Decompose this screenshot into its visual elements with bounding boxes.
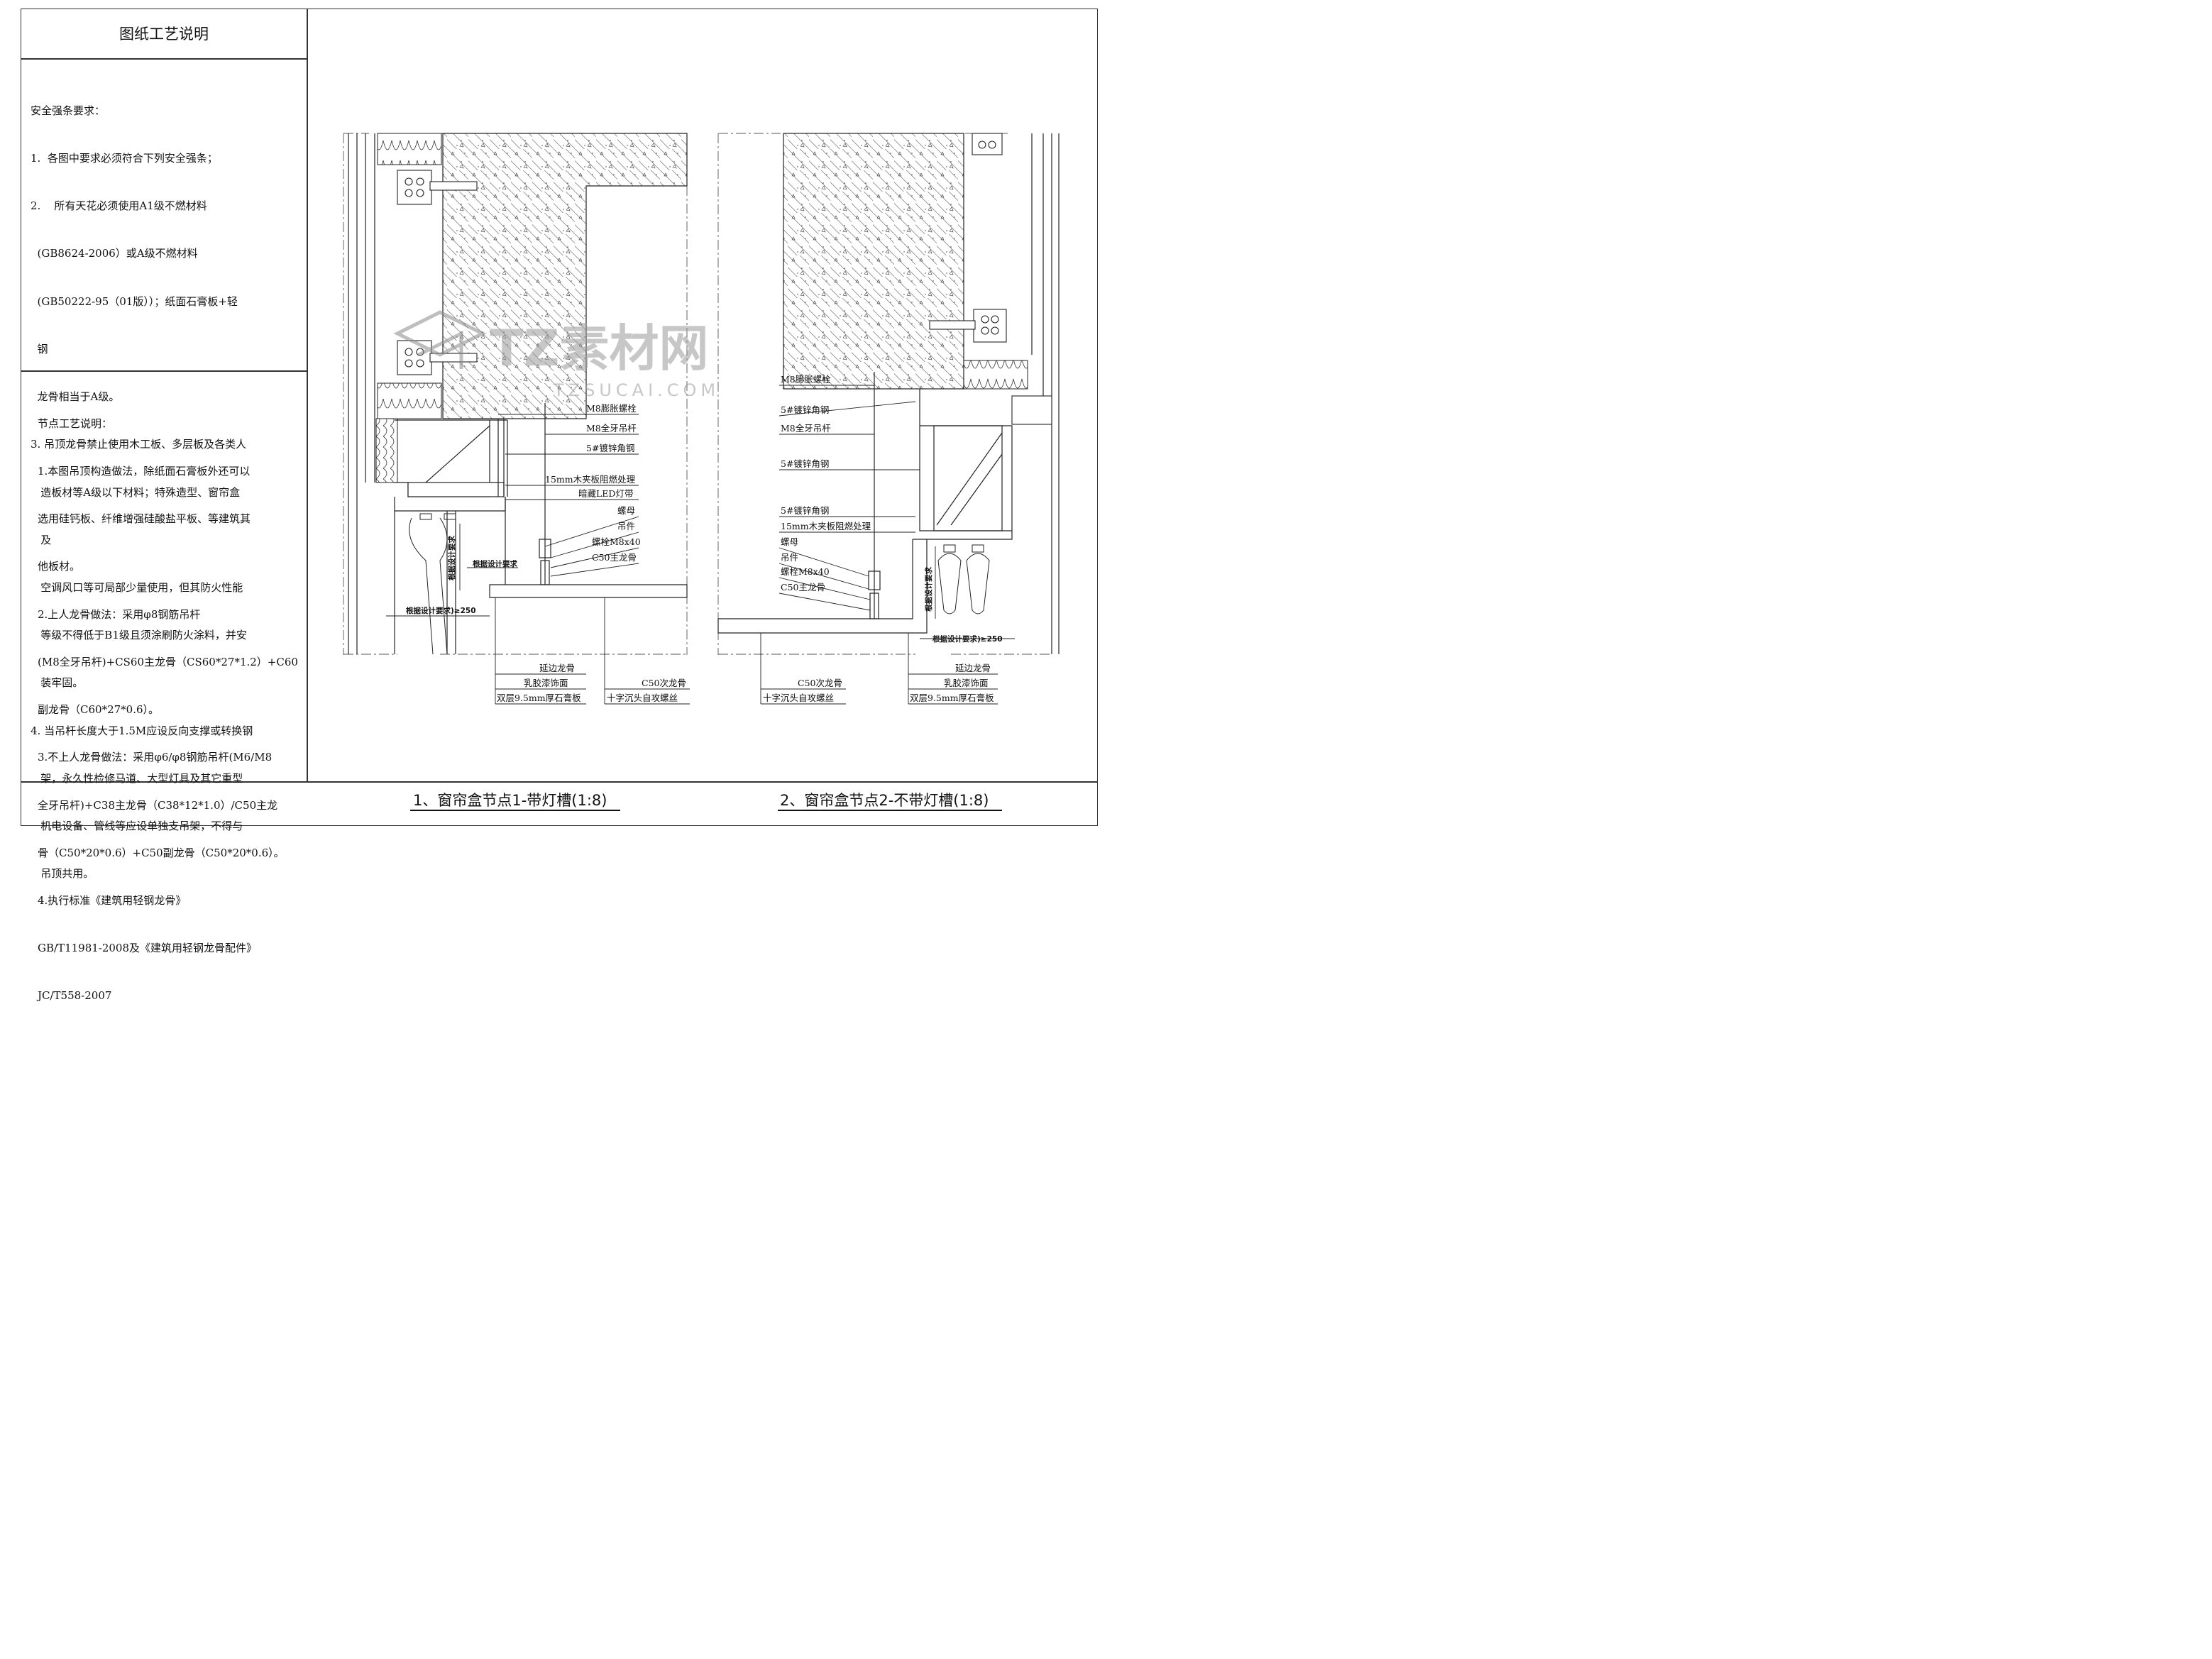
detail2-caption: 2、窗帘盒节点2-不带灯槽(1:8) xyxy=(780,792,989,809)
notes-divider xyxy=(21,370,307,372)
safety-line: 龙骨相当于A级。 xyxy=(31,390,120,404)
label-edge-keel: 延边龙骨 xyxy=(539,663,575,673)
watermark-logo-icon xyxy=(393,310,487,369)
label-sub-keel: C50次龙骨 xyxy=(642,678,686,688)
node-line: 副龙骨（C60*27*0.6）。 xyxy=(38,703,160,717)
label-design-v: 根据设计要求 xyxy=(924,567,933,612)
node-line: JC/T558-2007 xyxy=(38,989,112,1003)
label-nut: 螺母 xyxy=(617,505,635,516)
safety-line: 2. 所有天花必须使用A1级不燃材料 xyxy=(31,199,207,213)
safety-line: 3. 吊顶龙骨禁止使用木工板、多层板及各类人 xyxy=(31,438,247,451)
safety-line: 造板材等A级以下材料；特殊造型、窗帘盒 xyxy=(31,485,241,499)
safety-requirements: 安全强条要求： 1. 各图中要求必须符合下列安全强条； 2. 所有天花必须使用A… xyxy=(31,71,253,898)
label-bolt: 螺栓M8x40 xyxy=(592,536,641,547)
panel-title: 图纸工艺说明 xyxy=(119,26,209,43)
detail1-drawing: M8膨胀螺栓 M8全牙吊杆 5#镀锌角钢 15mm木夹板阻燃处理 暗藏LED灯带… xyxy=(343,133,690,705)
node-line: 节点工艺说明： xyxy=(38,417,113,430)
label-led: 暗藏LED灯带 xyxy=(578,488,633,499)
safety-line: 1. 各图中要求必须符合下列安全强条； xyxy=(31,152,218,165)
label-design-h: 根据设计要求 xyxy=(473,559,517,568)
node-line: 3.不上人龙骨做法：采用φ6/φ8钢筋吊杆(M6/M8 xyxy=(38,751,273,764)
label-paint: 乳胶漆饰面 xyxy=(944,678,989,688)
label-paint: 乳胶漆饰面 xyxy=(524,678,568,688)
node-line: 全牙吊杆)+C38主龙骨（C38*12*1.0）/C50主龙 xyxy=(38,798,278,812)
label-gypsum: 双层9.5mm厚石膏板 xyxy=(497,693,581,703)
label-angle-steel-b: 5#镀锌角钢 xyxy=(781,458,829,469)
node-line: 4.执行标准《建筑用轻钢龙骨》 xyxy=(38,894,187,907)
node-line: (M8全牙吊杆)+CS60主龙骨（CS60*27*1.2）+C60 xyxy=(38,655,298,668)
label-expansion-bolt: M8膨胀螺栓 xyxy=(781,374,831,385)
detail2-caption-underline xyxy=(778,810,1002,811)
label-nut: 螺母 xyxy=(781,536,798,547)
label-hanger: 吊件 xyxy=(781,552,798,563)
safety-line: 空调风口等可局部少量使用，但其防火性能 xyxy=(31,581,243,594)
watermark-main: TZ素材网 xyxy=(490,319,709,377)
node-instructions: 节点工艺说明： 1.本图吊顶构造做法，除纸面石膏板外还可以 选用硅钙板、纤维增强… xyxy=(38,384,298,1020)
label-angle-steel: 5#镀锌角钢 xyxy=(586,443,634,453)
label-angle-steel-c: 5#镀锌角钢 xyxy=(781,505,829,516)
construction-details: M8膨胀螺栓 M8全牙吊杆 5#镀锌角钢 15mm木夹板阻燃处理 暗藏LED灯带… xyxy=(343,133,1060,705)
label-hanger: 吊件 xyxy=(617,521,635,531)
safety-line: 吊顶共用。 xyxy=(31,867,94,881)
safety-line: 等级不得低于B1级且须涂刷防火涂料，并安 xyxy=(31,629,247,642)
drawing-frame xyxy=(21,9,1098,826)
label-screw: 十字沉头自攻螺丝 xyxy=(607,693,678,703)
detail2-drawing: M8膨胀螺栓 5#镀锌角钢 M8全牙吊杆 5#镀锌角钢 5#镀锌角钢 15mm木… xyxy=(717,133,1060,705)
caption-divider xyxy=(21,781,1098,783)
safety-line: 装牢固。 xyxy=(31,676,84,690)
label-expansion-bolt: M8膨胀螺栓 xyxy=(586,403,637,414)
safety-line: (GB50222-95（01版））；纸面石膏板+轻 xyxy=(31,294,238,308)
label-design-ge: 根据设计要求)≥250 xyxy=(406,606,476,615)
watermark-sub: TZSUCAI.COM xyxy=(553,380,720,400)
safety-line: (GB8624-2006）或A级不燃材料 xyxy=(31,247,198,260)
safety-line: 机电设备、管线等应设单独支吊架，不得与 xyxy=(31,820,243,833)
detail1-caption-underline xyxy=(410,810,620,811)
safety-line: 4. 当吊杆长度大于1.5M应设反向支撑或转换钢 xyxy=(31,724,253,737)
label-screw: 十字沉头自攻螺丝 xyxy=(763,693,834,703)
detail1-caption: 1、窗帘盒节点1-带灯槽(1:8) xyxy=(413,792,607,809)
node-line: 2.上人龙骨做法：采用φ8钢筋吊杆 xyxy=(38,607,201,621)
node-line: 1.本图吊顶构造做法，除纸面石膏板外还可以 xyxy=(38,465,251,478)
safety-line: 架，永久性检修马道、大型灯具及其它重型 xyxy=(31,771,243,785)
label-design-ge: 根据设计要求)≥250 xyxy=(932,634,1003,644)
label-edge-keel: 延边龙骨 xyxy=(955,663,991,673)
safety-line: 安全强条要求： xyxy=(31,104,106,117)
node-line: 选用硅钙板、纤维增强硅酸盐平板、等建筑其 xyxy=(38,512,251,526)
label-rod: M8全牙吊杆 xyxy=(586,423,637,434)
node-line: GB/T11981-2008及《建筑用轻钢龙骨配件》 xyxy=(38,942,258,955)
label-sub-keel: C50次龙骨 xyxy=(798,678,842,688)
label-plywood: 15mm木夹板阻燃处理 xyxy=(781,521,871,531)
node-line: 他板材。 xyxy=(38,560,81,573)
safety-line: 及 xyxy=(31,533,52,546)
label-rod: M8全牙吊杆 xyxy=(781,423,831,434)
label-angle-steel-a: 5#镀锌角钢 xyxy=(781,404,829,415)
label-gypsum: 双层9.5mm厚石膏板 xyxy=(910,693,994,703)
safety-line: 钢 xyxy=(31,342,48,356)
label-design-v: 根据设计要求 xyxy=(447,536,456,580)
left-panel-divider xyxy=(307,9,308,781)
label-plywood: 15mm木夹板阻燃处理 xyxy=(545,474,636,485)
label-main-keel: C50主龙骨 xyxy=(592,552,637,563)
watermark: TZ素材网 TZSUCAI.COM xyxy=(393,310,720,400)
label-bolt: 螺栓M8x40 xyxy=(781,566,830,577)
label-main-keel: C50主龙骨 xyxy=(781,582,825,592)
node-line: 骨（C50*20*0.6）+C50副龙骨（C50*20*0.6）。 xyxy=(38,846,285,859)
title-divider xyxy=(21,58,307,60)
